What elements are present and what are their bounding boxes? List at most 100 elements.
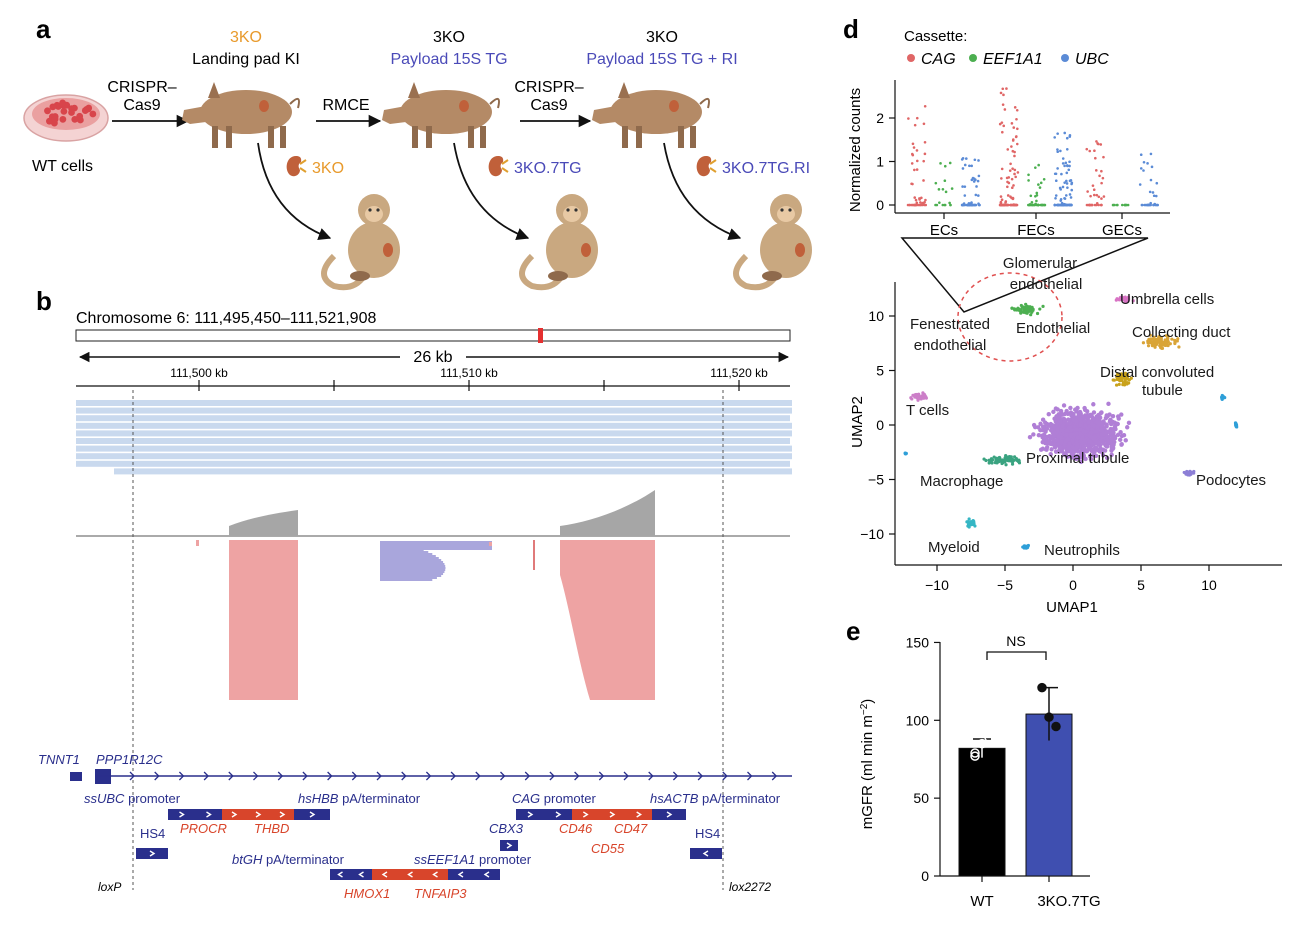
umap-point <box>1023 310 1028 314</box>
umap-point <box>1163 341 1168 345</box>
umap-point <box>1122 381 1127 385</box>
umap-point <box>1003 458 1007 462</box>
pig-icon-3 <box>592 82 710 148</box>
gene-label-thbd: THBD <box>254 821 289 836</box>
umap-point <box>1045 444 1050 450</box>
data-point <box>977 738 987 749</box>
strip-point <box>1146 162 1149 165</box>
umap-point <box>1131 299 1135 303</box>
umap-point <box>1049 447 1054 452</box>
strand-chevron <box>598 771 605 781</box>
umap-point <box>1053 419 1058 424</box>
strip-point <box>1054 179 1058 183</box>
strand-chevron <box>771 771 778 781</box>
strip-point <box>915 159 919 163</box>
read-row <box>76 415 790 422</box>
strip-point <box>915 203 919 207</box>
strip-point <box>938 201 941 204</box>
umap-point <box>1038 307 1042 311</box>
umap-point <box>1118 379 1122 383</box>
ns-bracket <box>986 651 1047 660</box>
strip-point <box>1007 181 1011 185</box>
umap-point <box>1066 417 1071 422</box>
strip-point <box>1144 203 1148 207</box>
strip-point <box>1060 172 1063 176</box>
panel-a: a WT cells CRISPR– Cas9 3KO Landing pad … <box>23 14 812 291</box>
umap-point <box>1064 432 1069 437</box>
umap-label-distal: Distal convoluted <box>1100 364 1214 381</box>
umap-point <box>1026 308 1030 312</box>
bar-category-label: WT <box>970 893 993 910</box>
strip-point <box>1037 203 1040 207</box>
umap-point <box>1077 417 1083 422</box>
pig-ear <box>618 82 630 98</box>
umap-point <box>1119 296 1123 300</box>
kidney-label-2: 3KO.7TG <box>514 160 582 177</box>
umap-point <box>1089 448 1095 454</box>
umap-point <box>904 451 908 456</box>
strip-point <box>918 203 922 207</box>
umap-label-umbrella: Umbrella cells <box>1120 291 1214 308</box>
strip-category-label: FECs <box>1017 222 1055 239</box>
umap-point <box>1081 453 1087 458</box>
strip-points <box>906 87 1159 207</box>
strand-chevron <box>475 771 481 781</box>
strip-point <box>1015 108 1019 112</box>
umap-point <box>1093 438 1098 443</box>
data-point <box>970 748 980 758</box>
strip-point <box>1065 171 1069 175</box>
umap-label-glomerular-2: endothelial <box>1010 276 1083 293</box>
wt-cells-label: WT cells <box>32 158 93 175</box>
strip-point <box>923 200 926 204</box>
strip-point <box>1056 150 1060 154</box>
split-reads-1 <box>229 540 298 700</box>
step2-bottom-label: Payload 15S TG <box>390 51 507 68</box>
locus-label: Chromosome 6: 111,495,450–111,521,908 <box>76 310 376 327</box>
strip-point <box>1056 132 1059 135</box>
pig-kidney <box>459 100 469 112</box>
strip-point <box>1000 121 1004 124</box>
strip-point <box>999 91 1003 95</box>
strand-chevron <box>154 771 160 781</box>
umap-point <box>1023 544 1027 548</box>
umap-point <box>1106 401 1111 407</box>
pig-leg <box>268 126 274 148</box>
strip-point <box>918 198 921 201</box>
strip-point <box>961 167 965 170</box>
coverage-peak-2 <box>560 490 655 536</box>
kidney-shape <box>488 156 504 177</box>
umap-point <box>1004 454 1008 458</box>
strip-point <box>1005 176 1009 180</box>
umap-point <box>1159 336 1163 340</box>
umap-point <box>1092 434 1098 439</box>
strip-point <box>1012 203 1015 207</box>
umap-point <box>1082 407 1088 413</box>
umap-label-collecting: Collecting duct <box>1132 324 1231 341</box>
gene-label-cd47: CD47 <box>614 821 648 836</box>
kidney-icon-1 <box>286 156 307 177</box>
strip-point <box>1067 168 1071 172</box>
cassette-row-1 <box>168 809 686 820</box>
strip-point <box>1009 162 1012 166</box>
strip-point <box>1014 175 1017 179</box>
discordant-reads <box>380 541 492 581</box>
legend-entry: EEF1A1 <box>983 51 1043 68</box>
umap-point <box>1075 454 1081 460</box>
umap-label-endothelial: Endothelial <box>1016 320 1090 337</box>
kidney-label-3: 3KO.7TG.RI <box>722 160 810 177</box>
umap-y-tick-label: 5 <box>876 363 884 379</box>
cassette-arrow <box>432 871 438 878</box>
panel-a-label: a <box>36 14 51 44</box>
umap-point <box>987 458 991 462</box>
strip-point <box>937 188 941 191</box>
umap-point <box>995 461 999 465</box>
strip-point <box>970 201 973 204</box>
strip-point <box>1070 182 1073 186</box>
strip-point <box>1063 164 1066 168</box>
umap-point <box>1094 419 1099 425</box>
strip-point <box>1054 196 1057 200</box>
coverage-peak-1 <box>229 510 298 536</box>
strip-point <box>922 159 925 163</box>
umap-point <box>992 455 996 459</box>
cell-dot <box>71 115 79 123</box>
